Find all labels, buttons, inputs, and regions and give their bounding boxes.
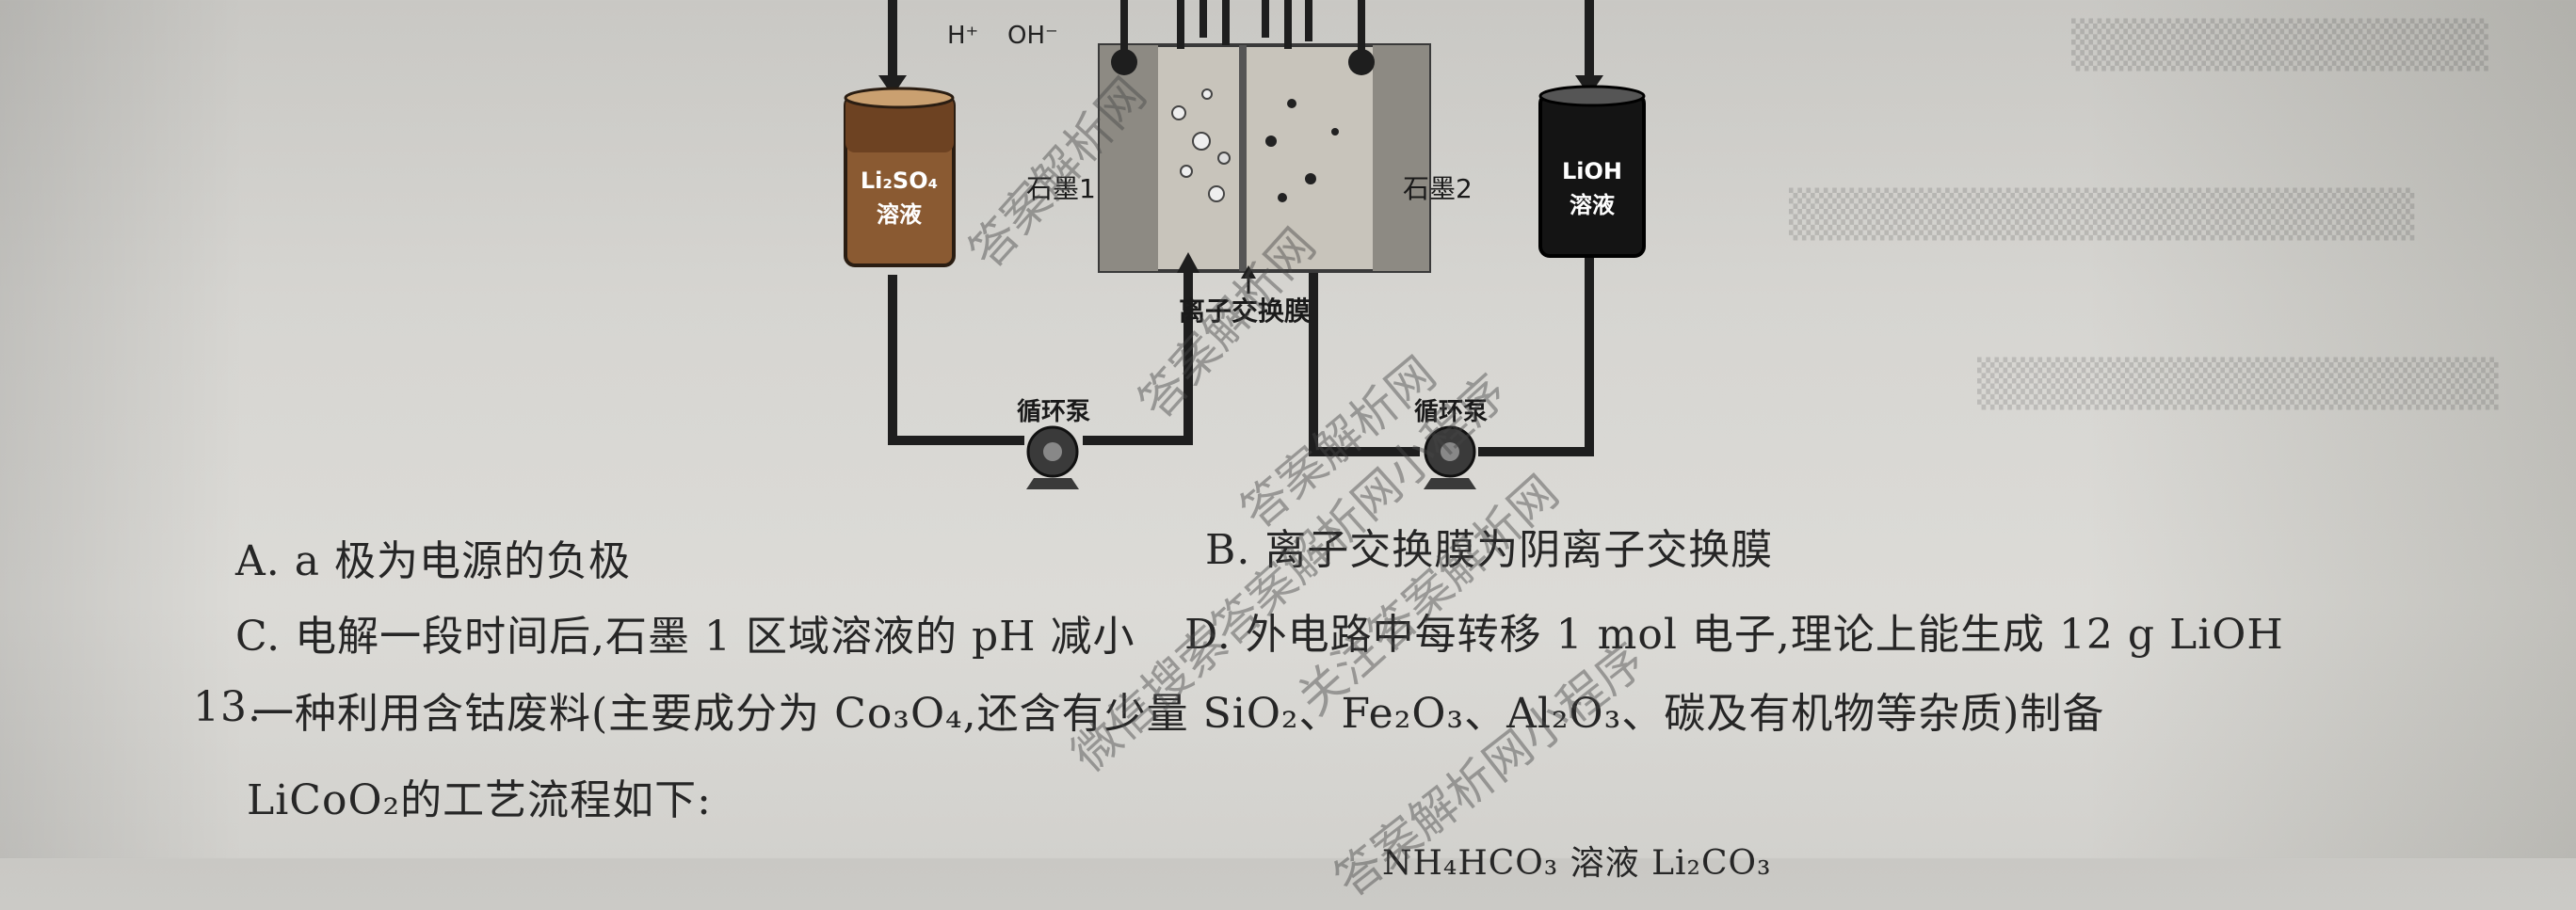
bleed-through-text: ▒▒▒▒▒▒▒▒▒▒▒▒ [2071,19,2488,72]
left-pipe [888,0,1193,445]
lioh-tank-label-2: 溶液 [1570,192,1615,218]
right-pump [1424,425,1476,489]
li2so4-tank: Li₂SO₄ 溶液 [844,87,956,267]
ion-label-h: H⁺ [947,22,978,50]
option-c: C. 电解一段时间后,石墨 1 区域溶液的 pH 减小 [235,613,1135,661]
electrode-1-terminal [1111,49,1137,75]
option-d: D. 外电路中每转移 1 mol 电子,理论上能生成 12 g LiOH [1184,611,2284,659]
electrode-2-terminal [1348,49,1375,75]
membrane-label: 离子交换膜 [1179,295,1311,327]
bleed-through-text: ▒▒▒▒▒▒▒▒▒▒▒▒▒▒▒ [1977,358,2499,410]
question-13-stem-line-1: 一种利用含钴废料(主要成分为 Co₃O₄,还含有少量 SiO₂、Fe₂O₃、Al… [252,690,2105,738]
ion-label-oh: OH⁻ [1007,22,1058,50]
membrane-pointer-arrow [1241,265,1256,279]
li2so4-tank-label-1: Li₂SO₄ [861,168,938,194]
electrode-1-label: 石墨1 [1026,173,1096,204]
electrolysis-diagram: Li₂SO₄ 溶液 LiOH 溶液 [844,0,1646,489]
option-b: B. 离子交换膜为阴离子交换膜 [1205,526,1774,574]
right-pipe [1309,0,1594,456]
left-pump-label: 循环泵 [1017,398,1090,426]
left-flow-arrow [878,75,907,96]
option-a: A. a 极为电源的负极 [235,537,631,585]
lioh-tank: LiOH 溶液 [1538,85,1646,258]
page-right-shadow [2086,0,2576,858]
li2so4-tank-label-2: 溶液 [877,201,922,228]
left-pump [1026,425,1079,489]
bleed-through-text: ▒▒▒▒▒▒▒▒▒▒▒▒▒▒▒▒▒▒ [1789,188,2415,241]
lioh-tank-label-1: LiOH [1562,158,1622,184]
electrolysis-cell [1098,0,1431,273]
right-pump-label: 循环泵 [1414,398,1488,426]
page-left-shadow [0,0,245,858]
question-13-number: 13. [193,683,262,731]
question-13-stem-line-2: LiCoO₂的工艺流程如下: [247,776,712,824]
electrode-2-label: 石墨2 [1403,173,1473,204]
